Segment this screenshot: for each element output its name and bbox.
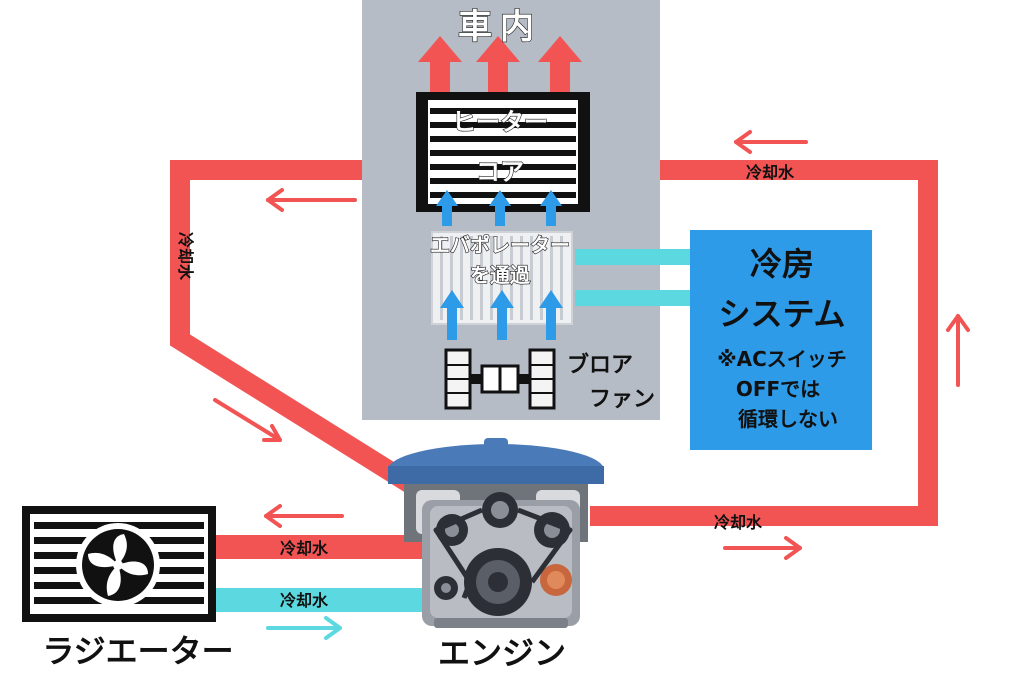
ac-refrigerant-lines [575,249,693,306]
coolant-pipe-right [590,160,938,526]
radiator-fan-icon [88,534,148,596]
coolant-label-left: 冷却水 [176,232,195,281]
engine-label: エンジン [438,634,566,672]
coolant-flow-arrows [213,130,970,560]
coolant-label-right-bottom: 冷却水 [714,513,763,532]
coolant-pipes [170,160,938,612]
ac-system-title-line2: システム [718,295,845,333]
coolant-pipe-radiator-cold [212,588,434,612]
ac-system-note-line2: OFFでは [736,377,820,401]
heater-core-label-line2: コア [476,158,524,186]
coolant-label-top-right: 冷却水 [746,163,795,182]
coolant-pipe-radiator-hot [212,535,422,559]
ac-system-note-line3: 循環しない [738,407,838,431]
engine [388,438,604,628]
heater-core-label-line1: ヒーター [452,108,548,136]
evaporator-label-line2: を通過 [470,263,531,287]
blower-fan [444,348,556,410]
heat-out-arrows [418,36,582,92]
ac-system-title-line1: 冷房 [750,245,814,283]
coolant-pipe-left [170,160,434,504]
airflow-arrows [436,190,563,340]
blower-label-line2: ファン [589,387,655,412]
radiator-label: ラジエーター [42,632,233,670]
ac-system-note-line1: ※ACスイッチ [717,347,847,371]
coolant-label-radiator-cold: 冷却水 [280,591,329,610]
radiator [22,506,216,622]
ac-system-box [690,230,872,450]
cabin-label: 車内 [458,7,542,47]
coolant-return-arrow [266,616,342,640]
blower-label-line1: ブロア [567,352,633,378]
evaporator-label-line1: エバポレーター [430,233,570,257]
coolant-label-radiator-hot: 冷却水 [280,539,329,558]
